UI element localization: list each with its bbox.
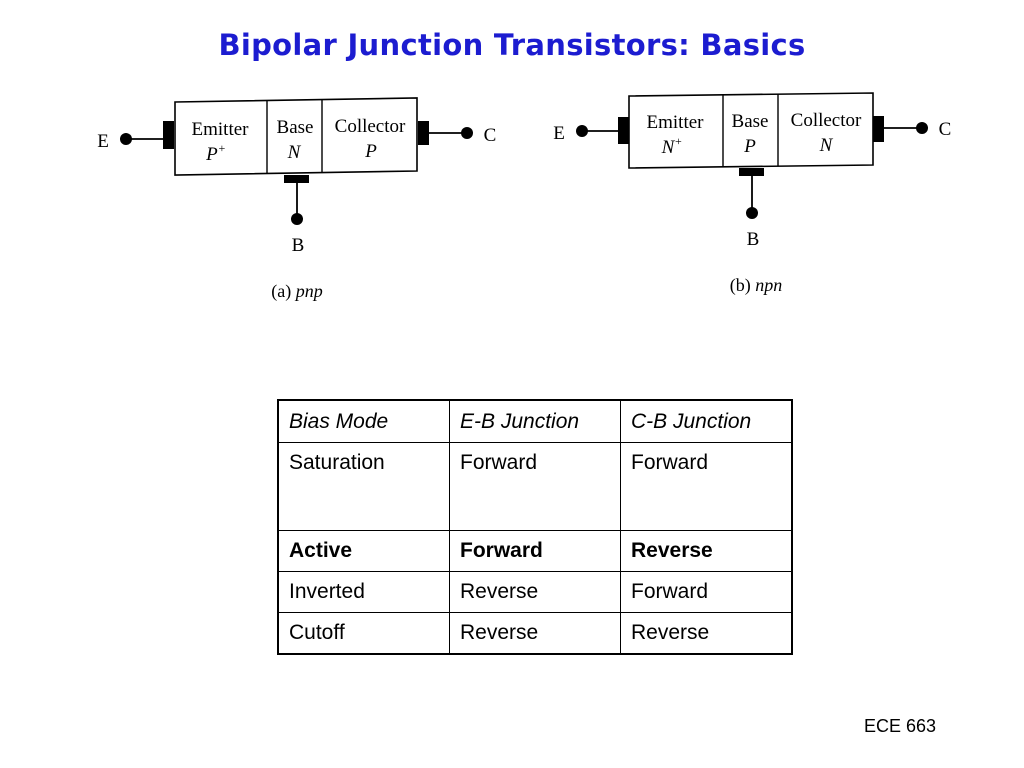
pnp-terminal-c: C [484, 125, 497, 146]
pnp-diagram: Emitter P+ Base N Collector P E C B (a) … [97, 97, 497, 302]
table-cell: Forward [449, 442, 621, 531]
pnp-base-type: N [287, 142, 302, 163]
pnp-terminal-b: B [292, 235, 305, 256]
table-header-row: Bias Mode E-B Junction C-B Junction [277, 399, 793, 443]
table-cell: Forward [449, 530, 621, 572]
table-cell: Active [277, 530, 450, 572]
pnp-terminal-e: E [97, 131, 109, 152]
table-header-eb-junction: E-B Junction [449, 399, 621, 443]
npn-emitter-label: Emitter [647, 112, 705, 133]
bias-mode-table: Bias Mode E-B Junction C-B Junction Satu… [277, 399, 793, 655]
table-cell: Reverse [449, 612, 621, 654]
transistor-diagrams: Emitter P+ Base N Collector P E C B (a) … [97, 92, 952, 302]
table-cell: Reverse [620, 530, 793, 572]
table-cell: Forward [620, 571, 793, 613]
pnp-emitter-type: P+ [205, 141, 226, 165]
pnp-caption: (a) pnp [271, 281, 322, 302]
pnp-base-label: Base [277, 117, 314, 138]
slide-title: Bipolar Junction Transistors: Basics [218, 28, 806, 62]
pnp-collector-label: Collector [335, 116, 406, 137]
npn-diagram: Emitter N+ Base P Collector N E C B (b) … [553, 92, 952, 296]
table-cell: Reverse [620, 612, 793, 654]
npn-collector-label: Collector [791, 110, 862, 131]
table-cell: Reverse [449, 571, 621, 613]
table-cell: Forward [620, 442, 793, 531]
footer-course-code: ECE 663 [863, 716, 936, 736]
table-cell: Inverted [277, 571, 450, 613]
table-cell: Saturation [277, 442, 450, 531]
npn-terminal-c: C [939, 119, 952, 140]
table-row: Cutoff Reverse Reverse [277, 612, 793, 654]
pnp-collector-type: P [364, 141, 377, 162]
table-cell: Cutoff [277, 612, 450, 654]
table-row: Active Forward Reverse [277, 530, 793, 572]
pnp-emitter-label: Emitter [192, 119, 250, 140]
npn-base-type: P [743, 136, 756, 157]
table-row: Inverted Reverse Forward [277, 571, 793, 613]
npn-emitter-type: N+ [661, 134, 683, 158]
npn-collector-type: N [819, 135, 834, 156]
table-row: Saturation Forward Forward [277, 442, 793, 531]
npn-terminal-e: E [553, 123, 565, 144]
npn-caption: (b) npn [730, 275, 783, 296]
npn-base-label: Base [732, 111, 769, 132]
table-header-cb-junction: C-B Junction [620, 399, 793, 443]
table-header-bias-mode: Bias Mode [277, 399, 450, 443]
npn-terminal-b: B [747, 229, 760, 250]
